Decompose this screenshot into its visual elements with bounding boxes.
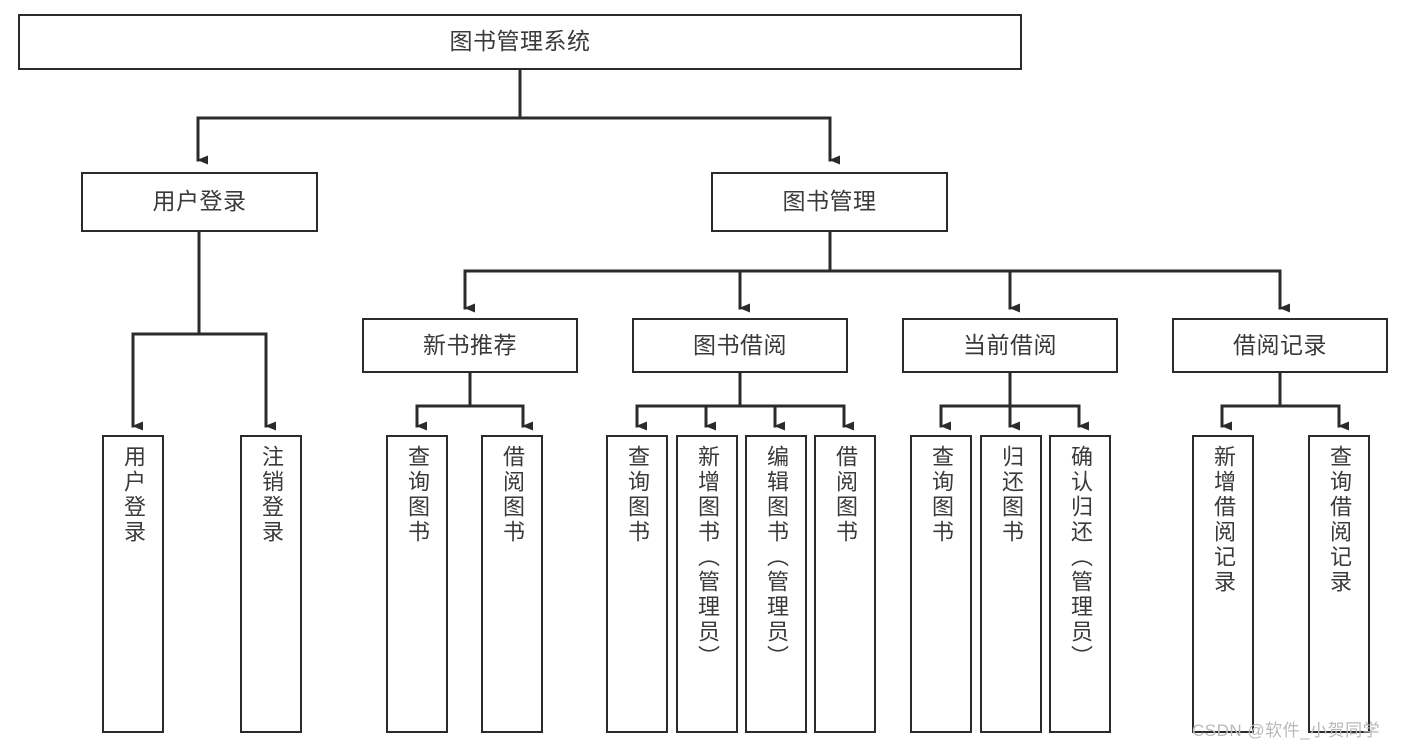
node-leaf-add-borrow-record[interactable]: 新增借阅记录 [1192, 435, 1254, 733]
node-leaf-return-book-label: 归还图书 [999, 445, 1024, 545]
node-leaf-add-book-admin[interactable]: 新增图书（管理员） [676, 435, 738, 733]
node-leaf-confirm-return-admin[interactable]: 确认归还（管理员） [1049, 435, 1111, 733]
node-leaf-recommend-borrow-book[interactable]: 借阅图书 [481, 435, 543, 733]
node-leaf-query-borrow-record[interactable]: 查询借阅记录 [1308, 435, 1370, 733]
node-leaf-user-login-label: 用户登录 [121, 445, 146, 545]
node-book-borrow[interactable]: 图书借阅 [632, 318, 848, 373]
node-book-manage-label: 图书管理 [782, 188, 877, 215]
node-book-manage[interactable]: 图书管理 [711, 172, 948, 232]
node-book-borrow-label: 图书借阅 [693, 331, 787, 358]
node-leaf-edit-book-admin-label: 编辑图书（管理员） [764, 445, 789, 670]
node-current-borrow[interactable]: 当前借阅 [902, 318, 1118, 373]
node-leaf-add-borrow-record-label: 新增借阅记录 [1211, 445, 1236, 595]
node-leaf-recommend-borrow-book-label: 借阅图书 [500, 445, 525, 545]
node-leaf-return-book[interactable]: 归还图书 [980, 435, 1042, 733]
node-new-book-recommend-label: 新书推荐 [423, 331, 517, 358]
node-leaf-user-login[interactable]: 用户登录 [102, 435, 164, 733]
node-leaf-query-borrow-record-label: 查询借阅记录 [1327, 445, 1352, 595]
node-leaf-edit-book-admin[interactable]: 编辑图书（管理员） [745, 435, 807, 733]
node-leaf-recommend-query-book-label: 查询图书 [405, 445, 430, 545]
node-leaf-add-book-admin-label: 新增图书（管理员） [695, 445, 720, 670]
node-leaf-borrow-query-book-label: 查询图书 [625, 445, 650, 545]
node-leaf-logout[interactable]: 注销登录 [240, 435, 302, 733]
node-user-login[interactable]: 用户登录 [81, 172, 318, 232]
node-current-borrow-label: 当前借阅 [963, 331, 1057, 358]
node-new-book-recommend[interactable]: 新书推荐 [362, 318, 578, 373]
node-leaf-current-query-book-label: 查询图书 [929, 445, 954, 545]
node-root-label: 图书管理系统 [449, 28, 591, 55]
node-leaf-current-query-book[interactable]: 查询图书 [910, 435, 972, 733]
node-leaf-borrow-query-book[interactable]: 查询图书 [606, 435, 668, 733]
node-leaf-borrow-book-label: 借阅图书 [833, 445, 858, 545]
node-root[interactable]: 图书管理系统 [18, 14, 1022, 70]
node-borrow-record[interactable]: 借阅记录 [1172, 318, 1388, 373]
node-leaf-confirm-return-admin-label: 确认归还（管理员） [1068, 445, 1093, 670]
node-leaf-borrow-book[interactable]: 借阅图书 [814, 435, 876, 733]
node-leaf-recommend-query-book[interactable]: 查询图书 [386, 435, 448, 733]
node-user-login-label: 用户登录 [152, 188, 247, 215]
node-borrow-record-label: 借阅记录 [1233, 331, 1327, 358]
node-leaf-logout-label: 注销登录 [259, 445, 284, 545]
